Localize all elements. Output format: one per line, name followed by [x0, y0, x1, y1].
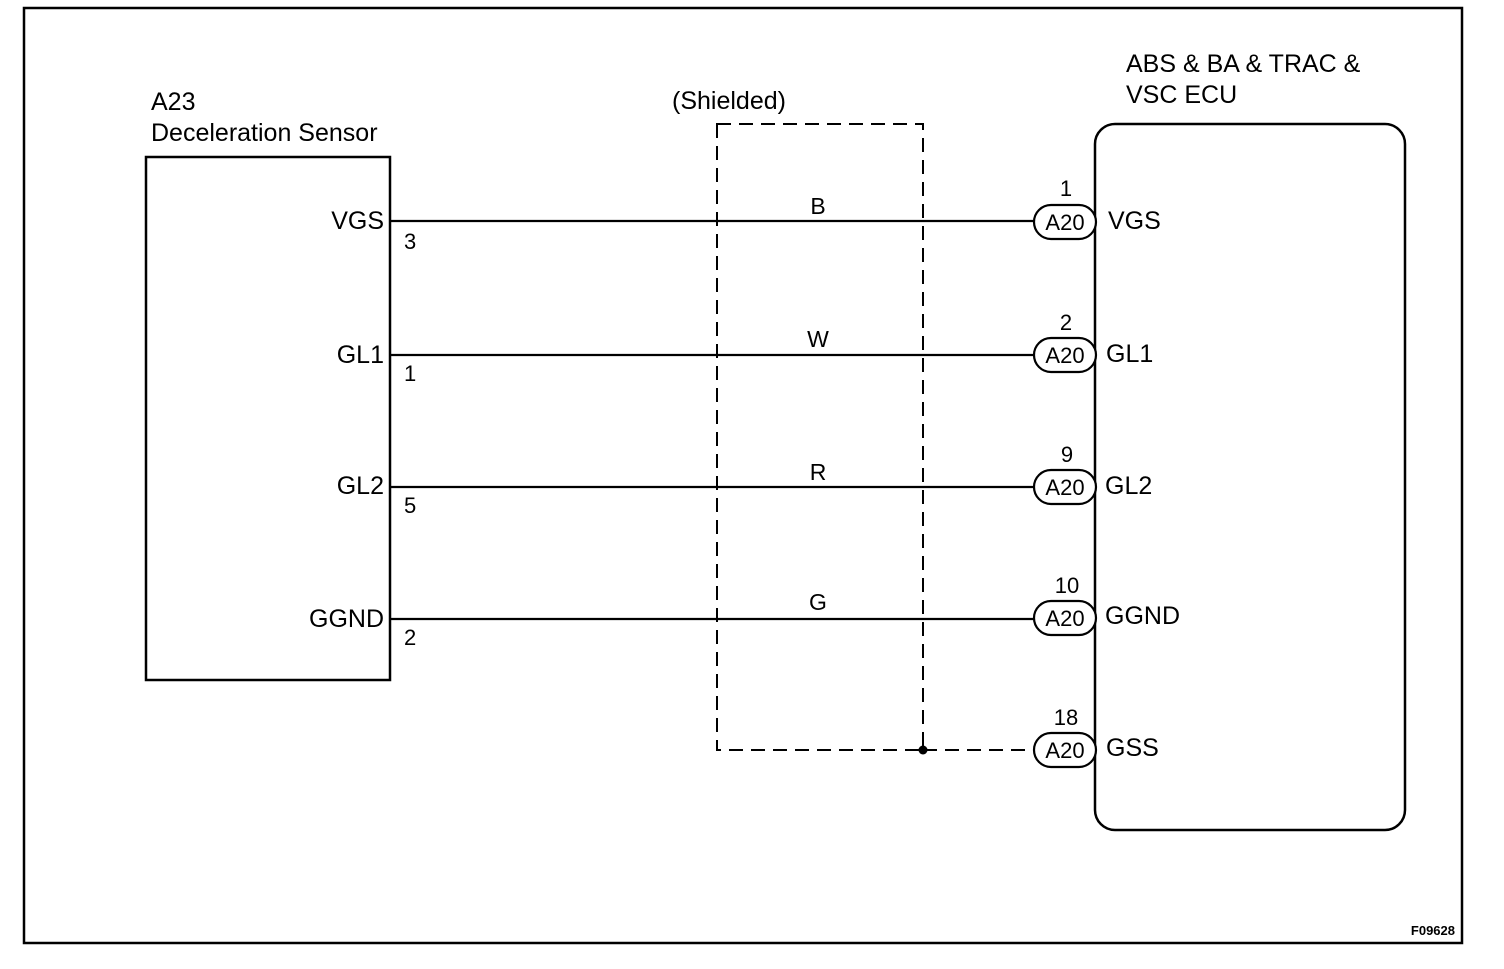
diagram-frame — [22, 6, 1464, 945]
ecu-pin-ggnd: 10 — [1055, 573, 1079, 598]
ecu-connector-code: A20 — [1045, 738, 1084, 763]
ecu-terminal-ggnd: GGND — [1105, 602, 1180, 630]
ecu-terminal-gss: GSS — [1106, 734, 1159, 762]
ecu-connector-gss: 18 A20 GSS — [1032, 705, 1159, 769]
ecu-terminal-vgs: VGS — [1108, 207, 1161, 235]
sensor-terminal-gl2: GL2 — [337, 472, 384, 500]
connector-oval — [1032, 731, 1098, 769]
ecu-box — [1093, 122, 1407, 832]
sensor-terminal-gl1: GL1 — [337, 341, 384, 369]
sensor-pin-gl2: 5 — [404, 493, 416, 518]
ecu-connector-code: A20 — [1045, 606, 1084, 631]
connector-oval — [1032, 336, 1098, 374]
ecu-connector-code: A20 — [1045, 475, 1084, 500]
ecu-pin-gl2: 9 — [1061, 442, 1073, 467]
ecu-pin-gss: 18 — [1054, 705, 1078, 730]
sensor-terminal-ggnd: GGND — [309, 605, 384, 633]
sensor-terminal-vgs: VGS — [331, 207, 384, 235]
figure-id: F09628 — [1411, 923, 1455, 938]
wire-color-vgs: B — [810, 193, 825, 219]
wire-color-gl1: W — [807, 326, 829, 352]
ecu-connector-code: A20 — [1045, 343, 1084, 368]
sensor-code: A23 — [151, 88, 195, 116]
ecu-terminal-gl2: GL2 — [1105, 472, 1152, 500]
ecu-terminal-gl1: GL1 — [1106, 340, 1153, 368]
shield-label: (Shielded) — [672, 87, 786, 115]
ecu-connector-code: A20 — [1045, 210, 1084, 235]
connector-oval — [1032, 599, 1098, 637]
connector-oval — [1032, 468, 1098, 506]
ecu-connector-ggnd: 10 A20 GGND — [1032, 573, 1180, 637]
ecu-connector-vgs: 1 A20 VGS — [1032, 176, 1161, 241]
ecu-pin-gl1: 2 — [1060, 310, 1072, 335]
sensor-name: Deceleration Sensor — [151, 119, 378, 147]
deceleration-sensor-box — [144, 155, 392, 682]
sensor-pin-gl1: 1 — [404, 361, 416, 386]
connector-oval — [1032, 203, 1098, 241]
wire-color-ggnd: G — [809, 589, 827, 615]
shield-boundary — [716, 123, 924, 751]
ecu-title-line1: ABS & BA & TRAC & — [1126, 50, 1361, 78]
wire-color-gl2: R — [810, 459, 827, 485]
ecu-pin-vgs: 1 — [1060, 176, 1072, 201]
ecu-connector-gl1: 2 A20 GL1 — [1032, 310, 1153, 374]
sensor-pin-ggnd: 2 — [404, 625, 416, 650]
ecu-title-line2: VSC ECU — [1126, 81, 1237, 109]
sensor-pin-vgs: 3 — [404, 229, 416, 254]
ecu-connector-gl2: 9 A20 GL2 — [1032, 442, 1152, 506]
